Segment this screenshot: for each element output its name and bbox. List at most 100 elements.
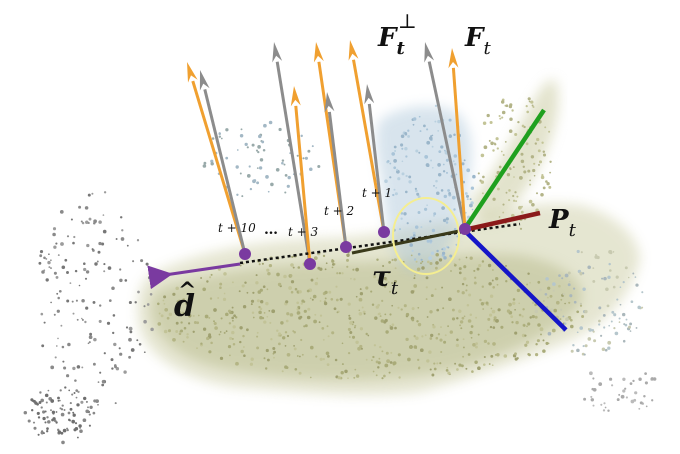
cloud-dot bbox=[261, 262, 264, 265]
cloud-dot bbox=[324, 268, 327, 271]
cloud-dot bbox=[281, 159, 285, 162]
cloud-dot bbox=[200, 277, 203, 279]
cloud-dot bbox=[381, 350, 384, 353]
cloud-dot bbox=[114, 402, 117, 405]
cloud-dot bbox=[85, 220, 89, 224]
cloud-dot bbox=[488, 363, 491, 365]
label-ellipsis: … bbox=[264, 222, 278, 238]
cloud-dot bbox=[508, 189, 511, 192]
cloud-dot bbox=[101, 242, 105, 246]
cloud-dot bbox=[163, 303, 166, 305]
cloud-dot bbox=[143, 351, 146, 354]
cloud-dot bbox=[380, 319, 384, 323]
cloud-dot bbox=[225, 128, 229, 132]
cloud-dot bbox=[386, 192, 389, 195]
cloud-dot bbox=[443, 340, 447, 344]
cloud-dot bbox=[71, 419, 76, 424]
cloud-dot bbox=[75, 299, 78, 302]
cloud-dot bbox=[405, 174, 408, 178]
cloud-dot bbox=[136, 239, 140, 242]
cloud-dot bbox=[448, 134, 453, 139]
cloud-dot bbox=[542, 349, 546, 353]
cloud-dot bbox=[92, 362, 96, 366]
cloud-dot bbox=[75, 389, 79, 392]
cloud-dot bbox=[512, 166, 515, 169]
cloud-dot bbox=[528, 199, 533, 204]
cloud-dot bbox=[652, 377, 657, 381]
cloud-dot bbox=[300, 134, 303, 138]
cloud-dot bbox=[477, 366, 481, 371]
cloud-dot bbox=[437, 163, 441, 167]
cloud-dot bbox=[378, 357, 381, 360]
cloud-dot bbox=[509, 167, 512, 170]
cloud-dot bbox=[539, 288, 542, 292]
cloud-dot bbox=[331, 331, 335, 335]
cloud-dot bbox=[644, 381, 648, 385]
cloud-dot bbox=[210, 273, 213, 276]
cloud-dot bbox=[272, 346, 276, 351]
cloud-dot bbox=[444, 334, 447, 337]
cloud-dot bbox=[392, 361, 397, 365]
cloud-dot bbox=[60, 412, 65, 417]
cloud-dot bbox=[514, 352, 517, 356]
cloud-dot bbox=[202, 287, 206, 292]
cloud-dot bbox=[389, 162, 392, 165]
cloud-dot bbox=[518, 313, 522, 317]
cloud-dot bbox=[283, 163, 286, 166]
cloud-dot bbox=[411, 318, 415, 322]
cloud-dot bbox=[426, 260, 430, 264]
cloud-dot bbox=[395, 291, 398, 294]
cloud-dot bbox=[362, 310, 366, 314]
cloud-dot bbox=[85, 409, 90, 414]
cloud-dot bbox=[227, 344, 232, 349]
cloud-dot bbox=[50, 399, 55, 403]
cloud-dot bbox=[394, 192, 398, 196]
cloud-dot bbox=[365, 332, 368, 336]
cloud-dot bbox=[57, 296, 60, 300]
cloud-dot bbox=[531, 203, 535, 207]
cloud-dot bbox=[564, 322, 567, 325]
cloud-dot bbox=[236, 149, 239, 151]
cloud-dot bbox=[61, 440, 65, 445]
cloud-dot bbox=[500, 325, 504, 329]
cloud-dot bbox=[328, 290, 332, 294]
cloud-dot bbox=[463, 265, 467, 269]
cloud-dot bbox=[465, 367, 468, 370]
cloud-dot bbox=[306, 315, 311, 320]
cloud-dot bbox=[440, 350, 443, 354]
cloud-dot bbox=[284, 174, 288, 177]
cloud-dot bbox=[235, 316, 238, 319]
cloud-dot bbox=[625, 318, 628, 321]
cloud-dot bbox=[180, 321, 183, 324]
cloud-dot bbox=[483, 145, 488, 150]
cloud-dot bbox=[298, 316, 302, 320]
cloud-dot bbox=[458, 258, 461, 261]
cloud-dot bbox=[67, 418, 71, 422]
cloud-dot bbox=[124, 279, 128, 282]
cloud-dot bbox=[551, 328, 556, 333]
cloud-dot bbox=[534, 315, 538, 319]
cloud-dot bbox=[348, 316, 352, 320]
cloud-dot bbox=[47, 260, 51, 265]
cloud-dot bbox=[287, 175, 291, 180]
cloud-dot bbox=[93, 399, 97, 403]
cloud-dot bbox=[103, 270, 106, 273]
cloud-dot bbox=[558, 284, 561, 288]
point-cloud bbox=[23, 79, 657, 445]
cloud-dot bbox=[545, 341, 549, 345]
cloud-dot bbox=[128, 326, 133, 331]
cloud-dot bbox=[420, 226, 423, 229]
cloud-dot bbox=[55, 411, 58, 413]
cloud-dot bbox=[570, 349, 574, 353]
cloud-dot bbox=[496, 353, 500, 357]
cloud-dot bbox=[498, 165, 502, 169]
cloud-dot bbox=[474, 360, 478, 364]
cloud-dot bbox=[590, 395, 593, 398]
cloud-dot bbox=[547, 286, 551, 290]
cloud-dot bbox=[57, 254, 60, 257]
cloud-dot bbox=[81, 299, 85, 303]
cloud-dot bbox=[470, 325, 474, 328]
cloud-dot bbox=[583, 397, 587, 401]
cloud-dot bbox=[488, 139, 491, 142]
cloud-dot bbox=[544, 292, 548, 296]
